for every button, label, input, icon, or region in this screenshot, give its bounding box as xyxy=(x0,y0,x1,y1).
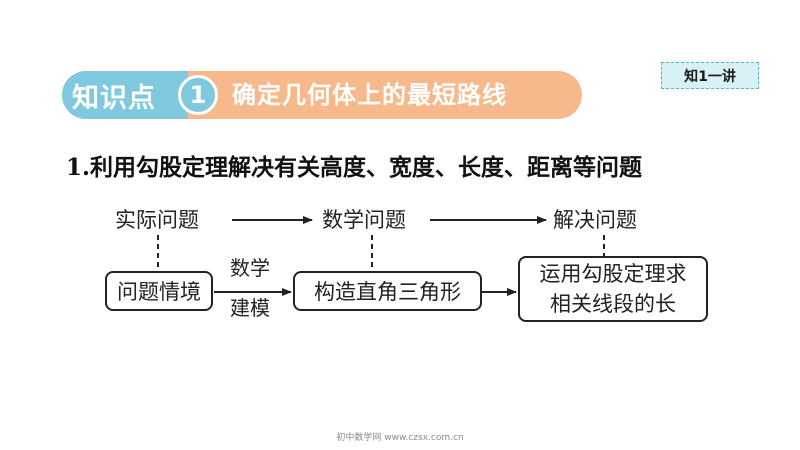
flow-real-problem: 实际问题 xyxy=(115,208,199,232)
box-problem-situation: 问题情境 xyxy=(105,271,213,311)
box-apply-pythagorean: 运用勾股定理求 相关线段的长 xyxy=(518,256,708,322)
flow-math-problem: 数学问题 xyxy=(322,208,406,232)
flow-solve-problem: 解决问题 xyxy=(553,208,637,232)
section-heading: 1.利用勾股定理解决有关高度、宽度、长度、距离等问题 xyxy=(66,154,643,181)
box-apply-pythagorean-line1: 运用勾股定理求 xyxy=(539,262,687,286)
arrow-label-modeling: 建模 xyxy=(230,296,270,320)
arrow-label-math: 数学 xyxy=(230,256,270,280)
knowledge-point-tag: 知识点 xyxy=(62,71,188,119)
footer-watermark: 初中数学网 www.czsx.com.cn xyxy=(336,433,464,443)
box-construct-right-triangle: 构造直角三角形 xyxy=(293,271,482,311)
box-apply-pythagorean-line2: 相关线段的长 xyxy=(550,292,676,316)
lecture-tag: 知1一讲 xyxy=(661,62,759,89)
knowledge-point-number-badge: 1 xyxy=(178,75,218,115)
knowledge-point-title: 确定几何体上的最短路线 xyxy=(232,81,507,109)
knowledge-point-tag-text: 知识点 xyxy=(72,82,156,114)
